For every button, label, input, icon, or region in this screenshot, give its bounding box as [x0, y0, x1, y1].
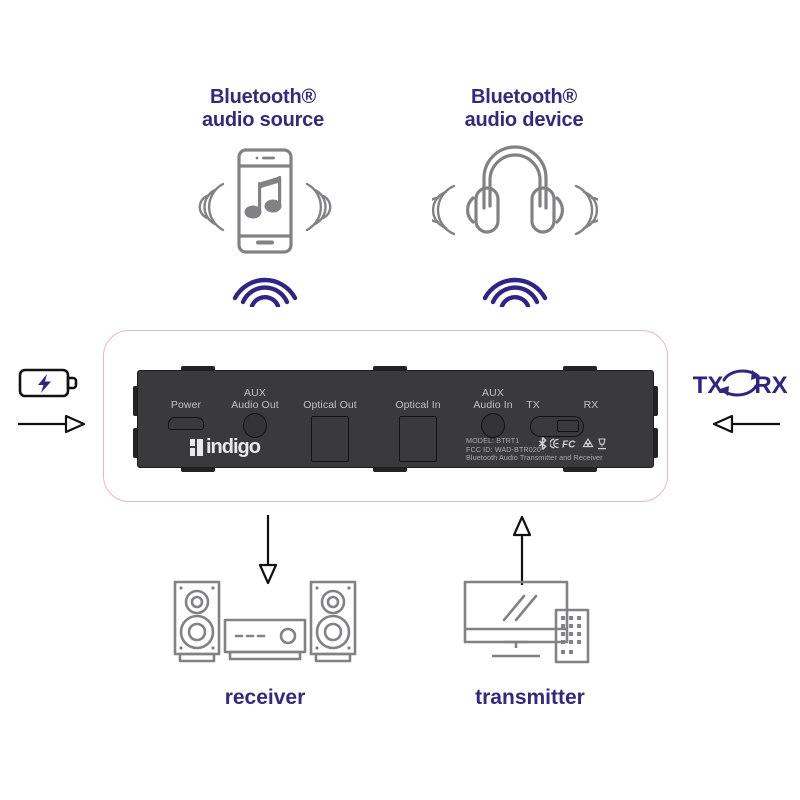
heading-bluetooth-audio-device: Bluetooth® audio device — [464, 86, 584, 131]
port-label-power: Power — [170, 399, 202, 411]
port-label-aux-audio-in: AUX Audio In — [473, 387, 513, 411]
recycle-mark-icon — [582, 438, 594, 448]
device-tab-top-right — [563, 366, 597, 373]
regulatory-description: Bluetooth Audio Transmitter and Receiver — [466, 453, 603, 463]
device-tab-right-lower — [651, 428, 658, 458]
bluetooth-transmitter-receiver-device: Power AUX Audio Out Optical Out Optical … — [133, 366, 658, 472]
port-aux-audio-out[interactable] — [243, 413, 267, 438]
bluetooth-mark-icon — [538, 437, 547, 450]
headphones-icon — [424, 142, 606, 309]
device-tab-bottom-right — [563, 465, 597, 472]
tx-rx-mode-switch[interactable] — [530, 416, 584, 437]
brand-logo: indigo — [190, 436, 261, 458]
device-tab-top-center — [373, 366, 407, 373]
switch-label-tx: TX — [526, 399, 540, 411]
weee-mark-icon — [598, 437, 606, 449]
txrx-loop-rx-label: RX — [754, 372, 787, 399]
device-chassis: Power AUX Audio Out Optical Out Optical … — [137, 370, 654, 468]
caption-receiver: receiver — [224, 686, 306, 709]
port-label-aux-audio-out: AUX Audio Out — [231, 387, 279, 411]
port-optical-out[interactable] — [311, 416, 349, 462]
circular-arrows-icon: TX RX — [692, 360, 788, 408]
fcc-mark-icon: FC — [562, 439, 576, 449]
tx-rx-switch-knob[interactable] — [557, 420, 579, 432]
device-tab-bottom-left — [181, 465, 215, 472]
arrow-right-icon — [18, 412, 86, 436]
txrx-loop-tx-label: TX — [693, 372, 724, 399]
heading-bluetooth-audio-source: Bluetooth® audio source — [201, 86, 325, 131]
arrow-down-icon — [252, 515, 284, 585]
indigo-logo-mark — [190, 438, 203, 456]
arrow-left-icon — [712, 412, 780, 436]
device-highlight-frame — [103, 330, 668, 502]
svg-text:FC: FC — [562, 439, 576, 449]
regulatory-model: MODEL: BTRT1 — [466, 436, 520, 445]
port-power-usb[interactable] — [168, 417, 204, 430]
brand-name: indigo — [206, 436, 261, 458]
television-remote-icon — [462, 578, 596, 664]
port-label-optical-in: Optical In — [395, 399, 441, 411]
arrow-up-icon — [506, 515, 538, 585]
device-tab-left-upper — [133, 386, 140, 416]
device-tab-bottom-center — [373, 465, 407, 472]
port-optical-in[interactable] — [399, 416, 437, 462]
stereo-receiver-icon — [172, 578, 358, 664]
ce-mark-icon — [550, 438, 559, 449]
port-aux-audio-in[interactable] — [481, 413, 505, 438]
regulatory-text-block: MODEL: BTRT1 FCC ID: WAD-BTR020 Bluetoot… — [466, 436, 646, 463]
device-tab-right-upper — [651, 386, 658, 416]
switch-label-rx: RX — [583, 399, 599, 411]
caption-transmitter: transmitter — [475, 686, 585, 709]
battery-charging-icon — [18, 366, 80, 400]
device-tab-left-lower — [133, 428, 140, 458]
regulatory-fcc-id: FCC ID: WAD-BTR020 — [466, 444, 542, 454]
certification-marks: FC — [538, 437, 607, 450]
port-label-optical-out: Optical Out — [303, 399, 357, 411]
smartphone-music-icon — [183, 142, 347, 309]
device-tab-top-left — [181, 366, 215, 373]
